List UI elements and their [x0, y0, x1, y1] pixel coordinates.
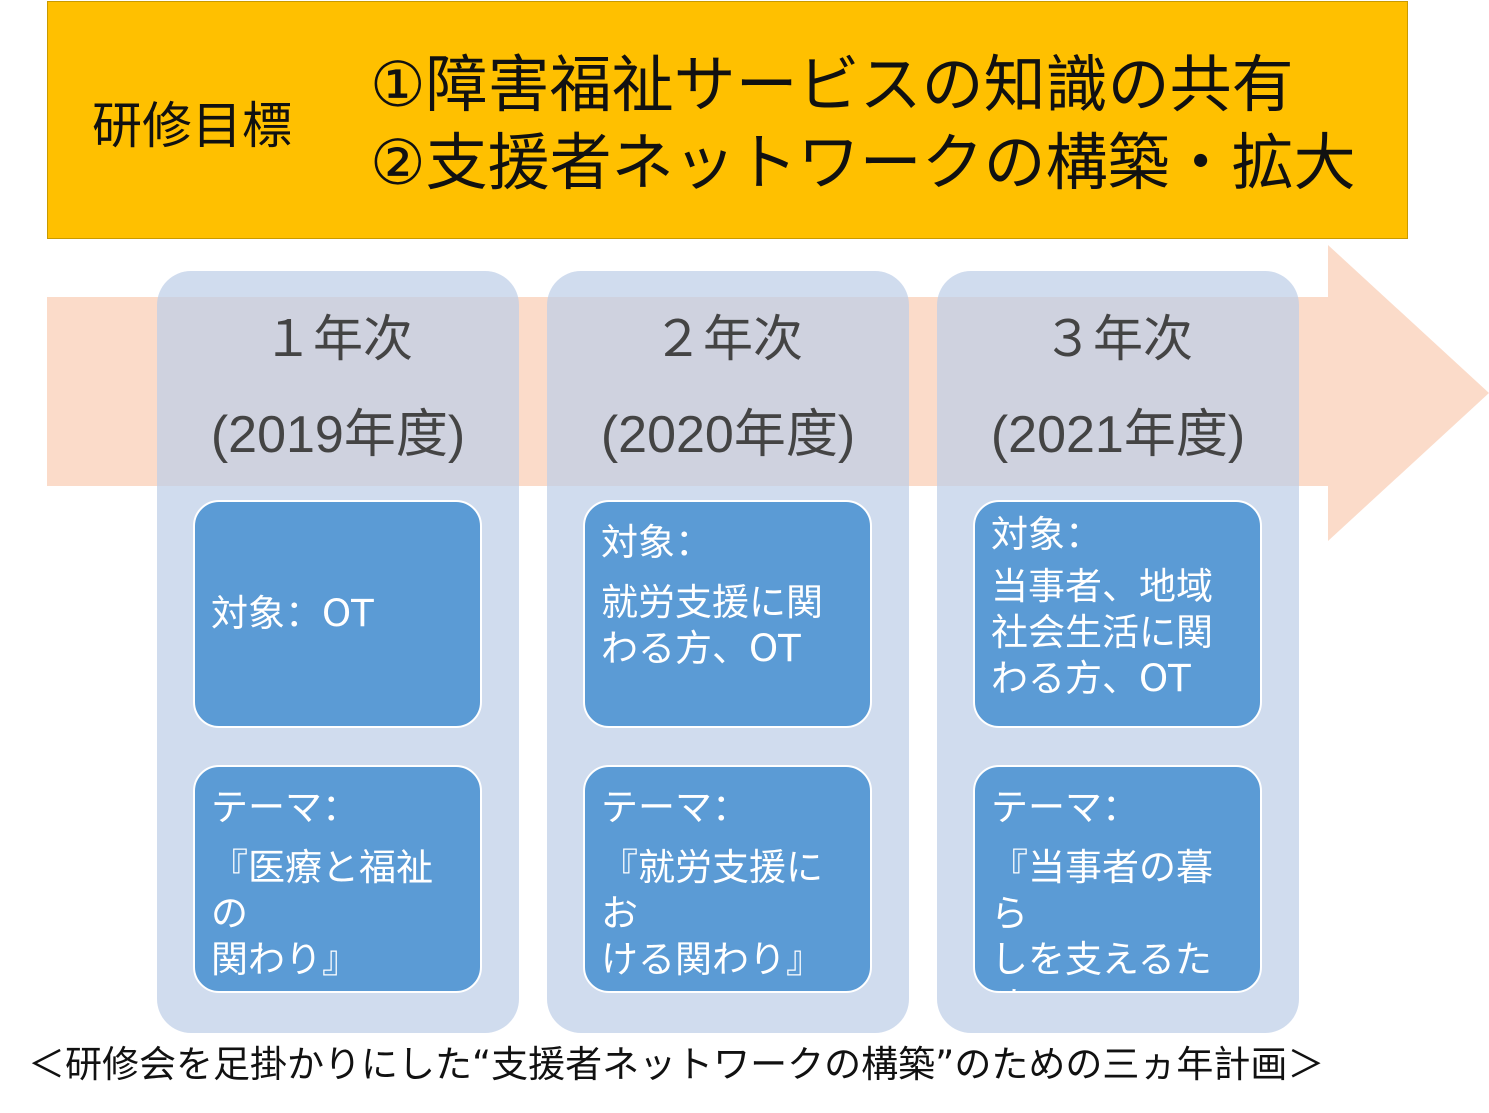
- goal-list: ①障害福祉サービスの知識の共有 ②支援者ネットワークの構築・拡大: [370, 46, 1356, 202]
- fiscal-year-3: (2021年度): [990, 406, 1246, 464]
- fiscal-year-2: (2020年度): [600, 406, 856, 464]
- goal-label: 研修目標: [92, 97, 292, 155]
- diagram-caption: ＜研修会を足掛かりにした“支援者ネットワークの構築”のための三ヵ年計画＞: [28, 1043, 1325, 1086]
- target-label-3: 対象：: [991, 513, 1102, 556]
- theme-box-2: テーマ： 『就労支援にお ける関わり』: [583, 765, 872, 993]
- year-title-2: ２年次: [653, 310, 803, 368]
- target-value-1: OT: [322, 592, 374, 635]
- goal-2: ②支援者ネットワークの構築・拡大: [370, 126, 1356, 199]
- theme-value-2: 『就労支援にお ける関わり』: [601, 846, 823, 981]
- target-label-1: 対象：: [211, 592, 322, 635]
- year-title-1: １年次: [263, 310, 413, 368]
- theme-value-1: 『医療と福祉の 関わり』: [211, 846, 433, 981]
- year-column-1: １年次 (2019年度) 対象：OT テーマ： 『医療と福祉の 関わり』: [157, 271, 519, 1033]
- goal-1: ①障害福祉サービスの知識の共有: [370, 48, 1294, 121]
- theme-label-3: テーマ：: [991, 786, 1139, 829]
- year-column-3: ３年次 (2021年度) 対象： 当事者、地域 社会生活に関 わる方、OT テー…: [937, 271, 1299, 1033]
- target-box-2: 対象： 就労支援に関 わる方、OT: [583, 500, 872, 728]
- target-box-1: 対象：OT: [193, 500, 482, 728]
- goal-banner: 研修目標 ①障害福祉サービスの知識の共有 ②支援者ネットワークの構築・拡大: [47, 1, 1408, 239]
- theme-label-2: テーマ：: [601, 786, 749, 829]
- year-title-3: ３年次: [1043, 310, 1193, 368]
- theme-label-1: テーマ：: [211, 786, 359, 829]
- target-value-3: 当事者、地域 社会生活に関 わる方、OT: [991, 565, 1213, 700]
- target-box-3: 対象： 当事者、地域 社会生活に関 わる方、OT: [973, 500, 1262, 728]
- target-value-2: 就労支援に関 わる方、OT: [601, 581, 823, 670]
- theme-box-1: テーマ： 『医療と福祉の 関わり』: [193, 765, 482, 993]
- target-label-2: 対象：: [601, 521, 712, 564]
- year-column-2: ２年次 (2020年度) 対象： 就労支援に関 わる方、OT テーマ： 『就労支…: [547, 271, 909, 1033]
- fiscal-year-1: (2019年度): [210, 406, 466, 464]
